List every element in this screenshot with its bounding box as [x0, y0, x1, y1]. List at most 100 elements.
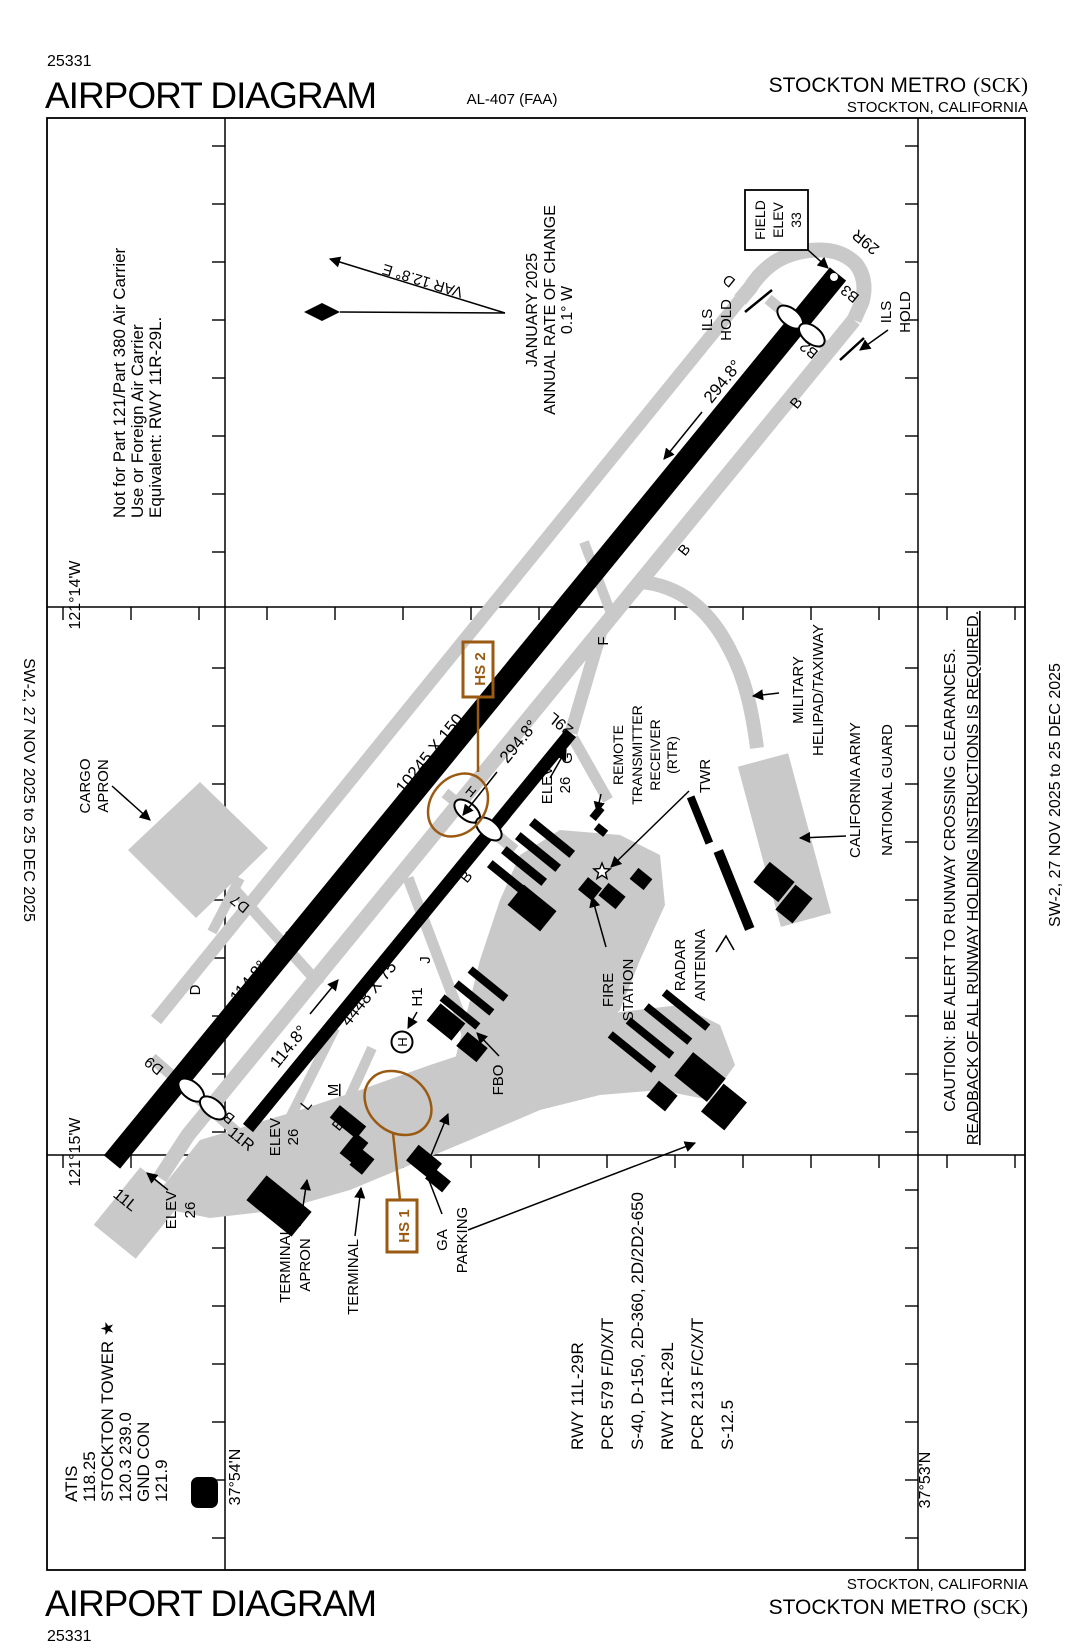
terminal-building — [329, 1105, 367, 1139]
elev-11l-leader — [146, 1172, 169, 1191]
runway-11r-29l — [242, 728, 577, 1133]
runways — [103, 267, 847, 1169]
clearance-delivery-icon — [191, 1477, 218, 1508]
terminal-leader — [354, 1186, 366, 1237]
tower-label: TWR — [697, 759, 714, 793]
elev-29l-leader — [549, 749, 567, 779]
runway-end-elevation-dot — [830, 273, 838, 281]
cargo-apron-label: CARGO — [77, 758, 94, 813]
hangar — [701, 1083, 747, 1131]
carrier-note: Use or Foreign Air Carrier — [128, 324, 147, 518]
taxiway-d — [150, 295, 746, 1025]
neatline-border — [46, 117, 1026, 1571]
hangar — [646, 1080, 678, 1112]
buildings — [246, 795, 813, 1237]
taxiway-29l-end-connector — [564, 626, 609, 735]
symbols — [177, 289, 865, 1121]
field-elev-leader — [807, 249, 829, 269]
elev-label: ELEV — [163, 1191, 180, 1229]
field-elev-value: 33 — [788, 212, 804, 228]
military-helipad-taxiway — [639, 575, 764, 749]
national-guard-leader — [798, 831, 847, 844]
airport-code: (SCK) — [973, 1595, 1028, 1619]
atis-label: ATIS — [62, 1465, 81, 1502]
airport-code: (SCK) — [973, 73, 1028, 97]
runway-11l-29r — [103, 267, 847, 1169]
cargo-apron-leader — [111, 785, 151, 821]
taxiway-label-d: D — [719, 270, 738, 290]
taxiway-l-connector — [283, 1025, 340, 1125]
airport-name: STOCKTON METRO (SCK) — [769, 73, 1028, 97]
hold-ellipse — [198, 1095, 227, 1121]
tower-frequency-label: STOCKTON TOWER ★ — [98, 1321, 117, 1502]
annual-change-note: ANNUAL RATE OF CHANGE — [542, 205, 559, 415]
fbo-label: FBO — [490, 1065, 507, 1096]
radar-structure — [686, 795, 714, 845]
hot-spot-2-label: HS 2 — [472, 652, 489, 685]
military-helipad-label: HELIPAD/TAXIWAY — [810, 624, 827, 756]
military-helipad-label: MILITARY — [790, 656, 807, 724]
taxiway-label-d: D — [187, 984, 204, 995]
building — [349, 1149, 375, 1175]
runway-data-block: RWY 11L-29R PCR 579 F/D/X/T S-40, D-150,… — [568, 1192, 737, 1450]
annual-change-note: JANUARY 2025 — [524, 253, 541, 367]
longitude-label: 121°14'W — [67, 560, 84, 630]
ils-hold-label: ILS — [878, 301, 895, 324]
runway-data-line: PCR 579 F/D/X/T — [598, 1318, 617, 1450]
hangar — [674, 1052, 726, 1102]
airport-city-footer: STOCKTON, CALIFORNIA — [847, 1576, 1028, 1593]
grid-labels: 121°14'W 121°15'W 37°54'N 37°53'N SW-2, … — [20, 560, 1064, 1509]
taxiway-label-m: M — [325, 1084, 342, 1097]
ils-hold-label: HOLD — [897, 291, 914, 333]
page-title-footer: AIRPORT DIAGRAM — [45, 1583, 376, 1624]
elev-value: 26 — [557, 777, 574, 794]
runway-data-line: S-40, D-150, 2D-360, 2D/2D2-650 — [628, 1192, 647, 1450]
carrier-note: Not for Part 121/Part 380 Air Carrier — [110, 247, 129, 518]
rtr-label: TRANSMITTER — [629, 705, 645, 805]
control-tower-star-icon — [591, 861, 613, 881]
caution-note: READBACK OF ALL RUNWAY HOLDING INSTRUCTI… — [965, 611, 982, 1145]
military-building — [753, 861, 795, 903]
building — [629, 867, 653, 891]
rtr-label: RECEIVER — [647, 719, 663, 791]
heading-294-arrow — [462, 771, 498, 816]
taxiway-g-connector — [568, 735, 613, 803]
heading-114-arrow — [267, 927, 297, 963]
cargo-apron-label: APRON — [95, 759, 112, 812]
elev-label: ELEV — [539, 766, 556, 804]
taxiway-loop-29r-end — [734, 242, 872, 324]
cargo-apron — [128, 782, 268, 918]
hangar-row — [500, 846, 548, 886]
carrier-note: Equivalent: RWY 11R-29L. — [146, 317, 165, 518]
hangar-row — [514, 832, 562, 872]
helipad-circle-icon — [390, 1030, 414, 1054]
field-elev-label: ELEV — [770, 201, 786, 237]
tie-down-row — [625, 1017, 675, 1059]
tie-down-row — [643, 1003, 693, 1045]
cargo-apron-stub — [207, 875, 245, 935]
runway-label-29r: 29R — [849, 226, 883, 258]
fire-station-building — [577, 877, 603, 901]
taxiway-b — [153, 315, 860, 1183]
hold-position-symbol — [177, 1077, 227, 1121]
hangar-row — [467, 966, 509, 1002]
military-building — [775, 884, 813, 924]
hot-spot-1-label: HS 1 — [396, 1209, 413, 1242]
terminal-building — [339, 1132, 369, 1164]
rtr-leader — [593, 793, 605, 814]
ils-hold-line — [744, 289, 773, 313]
chart-number-footer: 25331 — [47, 1628, 92, 1645]
terminal-apron — [160, 1005, 735, 1218]
runway-data-line: PCR 213 F/C/X/T — [688, 1318, 707, 1450]
field-elevation-box: FIELD ELEV 33 — [744, 189, 809, 251]
building — [507, 884, 557, 932]
helipad-h1-label: H1 — [409, 987, 426, 1006]
building — [425, 1167, 451, 1193]
fire-station-label: FIRE — [600, 973, 617, 1007]
variation-label: VAR 12.8° E — [380, 260, 465, 301]
al-number: AL-407 (FAA) — [467, 91, 558, 108]
airport-name-text: STOCKTON METRO — [769, 74, 967, 97]
hot-spot-1-circle — [363, 1069, 433, 1137]
runway-data-line: RWY 11L-29R — [568, 1342, 587, 1450]
ga-parking-leader — [467, 1141, 697, 1231]
